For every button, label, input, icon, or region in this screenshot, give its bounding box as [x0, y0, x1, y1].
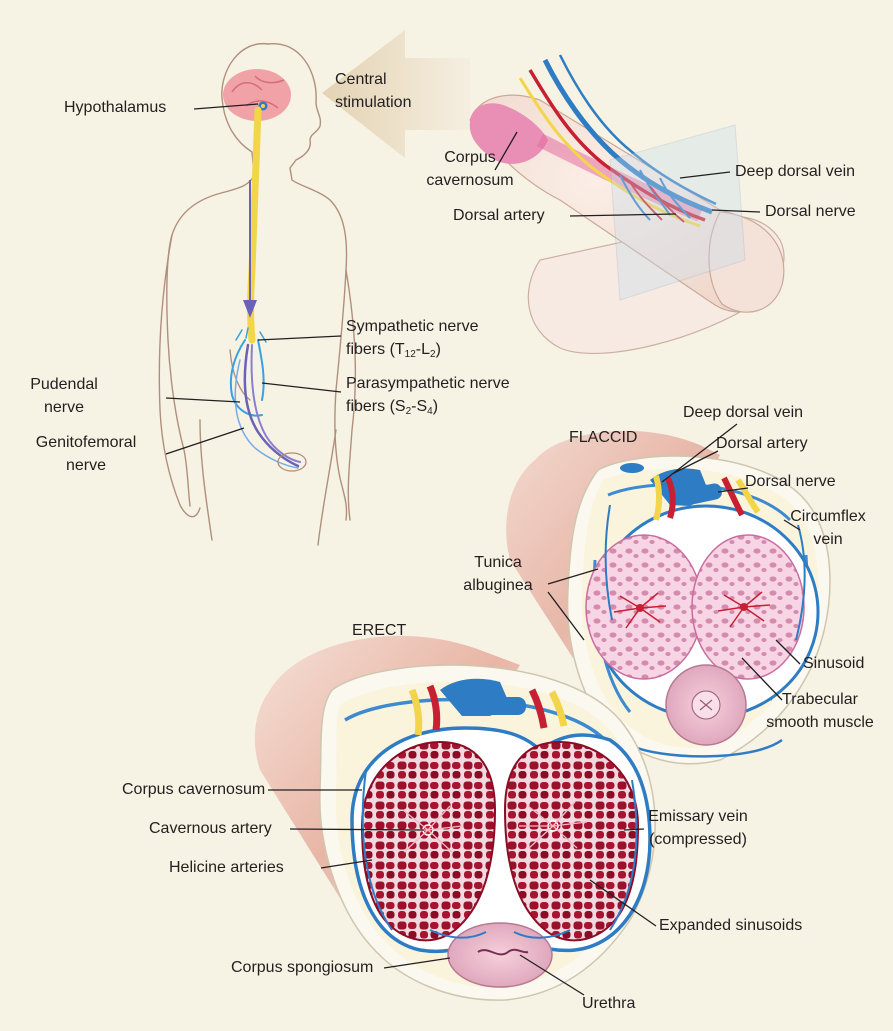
label-tunica-2: albuginea: [452, 576, 544, 596]
label-circumflex-2: vein: [778, 530, 878, 550]
label-emissary-2: (compressed): [640, 830, 756, 850]
label-urethra: Urethra: [582, 994, 635, 1014]
sympathetic-sub-1: 12: [405, 349, 416, 360]
label-sympathetic-2: fibers (T12-L2): [346, 340, 441, 360]
label-central-stimulation-2: stimulation: [335, 93, 411, 113]
label-sympathetic-1: Sympathetic nerve: [346, 317, 479, 337]
label-sinusoid: Sinusoid: [803, 654, 864, 674]
label-dorsal-nerve-flaccid: Dorsal nerve: [745, 472, 836, 492]
label-cavernous-artery: Cavernous artery: [149, 819, 272, 839]
label-genitofemoral-1: Genitofemoral: [10, 433, 162, 453]
label-pudendal-1: Pudendal: [16, 375, 112, 395]
label-trabecular-2: smooth muscle: [755, 713, 885, 733]
label-emissary-1: Emissary vein: [640, 807, 756, 827]
label-genitofemoral-2: nerve: [10, 456, 162, 476]
label-corpus-cavernosum-erect: Corpus cavernosum: [122, 780, 265, 800]
label-central-stimulation-1: Central: [335, 70, 387, 90]
label-dorsal-nerve-top: Dorsal nerve: [765, 202, 856, 222]
label-dorsal-artery-top: Dorsal artery: [453, 206, 545, 226]
label-tunica-1: Tunica: [452, 553, 544, 573]
sympathetic-prefix: fibers (T: [346, 341, 405, 358]
parasympathetic-suffix: ): [433, 398, 438, 415]
label-hypothalamus: Hypothalamus: [64, 98, 166, 118]
label-pudendal-2: nerve: [16, 398, 112, 418]
parasympathetic-prefix: fibers (S: [346, 398, 406, 415]
sympathetic-mid: -L: [416, 341, 430, 358]
label-parasympathetic-2: fibers (S2-S4): [346, 397, 438, 417]
label-dorsal-artery-flaccid: Dorsal artery: [716, 434, 808, 454]
label-trabecular-1: Trabecular: [755, 690, 885, 710]
label-deep-dorsal-vein-top: Deep dorsal vein: [735, 162, 855, 182]
pelvic-nerves: [231, 328, 300, 468]
label-corpus-cavernosum-top-2: cavernosum: [423, 171, 517, 191]
penis-external: [470, 55, 784, 353]
sympathetic-suffix: ): [436, 341, 441, 358]
label-expanded-sinusoids: Expanded sinusoids: [659, 916, 802, 936]
label-parasympathetic-1: Parasympathetic nerve: [346, 374, 510, 394]
label-helicine-arteries: Helicine arteries: [169, 858, 284, 878]
label-corpus-cavernosum-top-1: Corpus: [423, 148, 517, 168]
parasympathetic-mid: -S: [411, 398, 427, 415]
label-flaccid: FLACCID: [569, 428, 637, 448]
label-erect: ERECT: [352, 621, 406, 641]
label-deep-dorsal-vein-flaccid: Deep dorsal vein: [683, 403, 803, 423]
label-corpus-spongiosum: Corpus spongiosum: [231, 958, 373, 978]
label-circumflex-1: Circumflex: [778, 507, 878, 527]
